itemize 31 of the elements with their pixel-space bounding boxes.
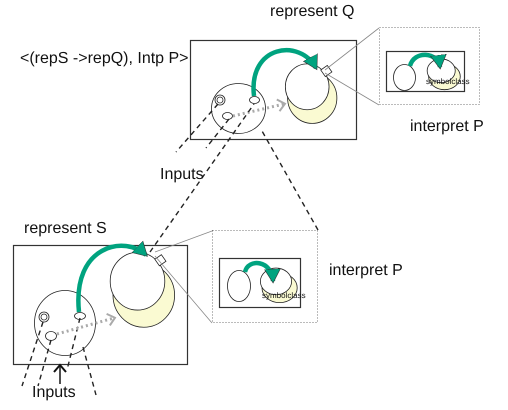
panel-frame bbox=[13, 245, 188, 365]
dashed-line bbox=[149, 104, 255, 252]
text-label: Inputs bbox=[160, 166, 204, 184]
circle-shape bbox=[74, 312, 86, 320]
circle-shape bbox=[227, 270, 251, 302]
arrow bbox=[232, 98, 286, 118]
callout-line bbox=[324, 72, 380, 106]
detail-frame bbox=[212, 230, 318, 323]
text-label: interpret P bbox=[329, 262, 403, 280]
arrow bbox=[408, 52, 445, 70]
circle-shape bbox=[222, 112, 233, 120]
circle-shape bbox=[249, 96, 260, 104]
text-label: Inputs bbox=[32, 384, 76, 402]
arrow bbox=[76, 241, 148, 312]
text-label: interpret P bbox=[410, 118, 484, 136]
text-label: represent Q bbox=[270, 3, 354, 21]
text-label: represent S bbox=[24, 220, 107, 238]
dashed-line bbox=[261, 130, 319, 230]
circle-shape bbox=[211, 83, 266, 134]
arrow bbox=[251, 48, 318, 96]
text-label: <(repS ->repQ), Intp P> bbox=[20, 50, 189, 68]
panel-frame bbox=[190, 40, 357, 140]
detail-frame bbox=[379, 27, 480, 105]
callout-line bbox=[154, 230, 212, 252]
callout-line bbox=[154, 256, 212, 324]
circle-shape bbox=[34, 290, 96, 356]
crescent-drawing bbox=[282, 62, 338, 124]
callout-line bbox=[324, 28, 380, 70]
circle-shape bbox=[393, 64, 416, 91]
arrow bbox=[242, 260, 280, 284]
arrow bbox=[56, 312, 116, 336]
